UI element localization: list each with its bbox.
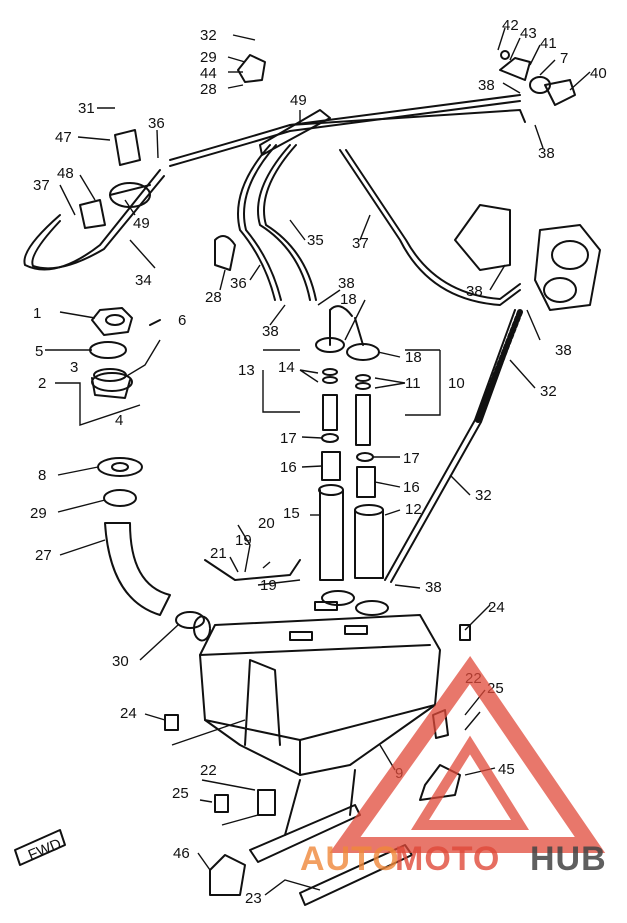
callout: 6: [178, 312, 186, 329]
choke-cable-coil: [475, 309, 523, 423]
watermark-auto: AUTO: [300, 840, 400, 878]
fwd-arrow: [14, 829, 66, 866]
callout: 28: [200, 81, 217, 98]
callout: 47: [55, 129, 72, 146]
callout: 13: [238, 362, 255, 379]
callout: 21: [210, 545, 227, 562]
callout: 20: [258, 515, 275, 532]
callout: 28: [205, 289, 222, 306]
fuel-pickup-tubes: [315, 305, 384, 581]
callout: 3: [70, 359, 78, 376]
callout: 48: [57, 165, 74, 182]
callout: 29: [200, 49, 217, 66]
fuel-cock: [499, 50, 576, 106]
filter-bracket: [79, 54, 266, 271]
fuel-tank: [193, 590, 441, 776]
callout: 38: [338, 275, 355, 292]
callout: 34: [135, 272, 152, 289]
callout: 23: [245, 890, 262, 907]
callout: 41: [540, 35, 557, 52]
filler-cap-assembly: [89, 307, 205, 629]
callout: 32: [475, 487, 492, 504]
callout: 45: [498, 761, 515, 778]
callout: 38: [262, 323, 279, 340]
callout: 14: [278, 359, 295, 376]
callout: 1: [33, 305, 41, 322]
callout: 40: [590, 65, 607, 82]
callout: 43: [520, 25, 537, 42]
callout: 29: [30, 505, 47, 522]
watermark-triangle-outer: [329, 656, 606, 853]
callout: 11: [405, 375, 421, 392]
leader-lines: [45, 27, 591, 896]
callout: 18: [340, 291, 357, 308]
callout: 4: [115, 412, 123, 429]
callout: 24: [488, 599, 505, 616]
callout: 24: [120, 705, 137, 722]
callout: 32: [540, 383, 557, 400]
callout: 5: [35, 343, 43, 360]
callout: 18: [405, 349, 422, 366]
callout: 16: [280, 459, 297, 476]
callout: 17: [403, 450, 420, 467]
callout: 37: [352, 235, 369, 252]
callout: 10: [448, 375, 465, 392]
callout: 17: [280, 430, 297, 447]
callout: 46: [173, 845, 190, 862]
callout: 49: [133, 215, 150, 232]
callout: 2: [38, 375, 46, 392]
callout: 38: [466, 283, 483, 300]
callout: 38: [538, 145, 555, 162]
callout: 7: [560, 50, 568, 67]
callout: 36: [230, 275, 247, 292]
callout: 22: [200, 762, 217, 779]
callout: 15: [283, 505, 300, 522]
callout: 31: [78, 100, 95, 117]
watermark: AUTO MOTO HUB: [300, 656, 607, 878]
callout: 38: [425, 579, 442, 596]
callout: 12: [405, 501, 422, 518]
callout: 37: [33, 177, 50, 194]
watermark-hub: HUB: [530, 840, 607, 878]
callout: 49: [290, 92, 307, 109]
callout: 19: [235, 532, 252, 549]
callout: 30: [112, 653, 129, 670]
callout: 35: [307, 232, 324, 249]
callout: 25: [172, 785, 189, 802]
callout: 8: [38, 467, 46, 484]
callout: 38: [478, 77, 495, 94]
watermark-moto: MOTO: [395, 840, 500, 878]
fwd-label: FWD: [26, 835, 64, 864]
callout: 36: [148, 115, 165, 132]
callout: 27: [35, 547, 52, 564]
callout: 16: [403, 479, 420, 496]
callout-labels: 32 29 44 28 31 47 36 48 37 49 34 49 42 4…: [30, 17, 607, 907]
callout: 44: [200, 65, 217, 82]
callout: 19: [260, 577, 277, 594]
watermark-triangle-inner: [410, 735, 530, 830]
callout: 32: [200, 27, 217, 44]
callout: 42: [502, 17, 519, 34]
carburetor: [454, 204, 601, 311]
callout: 38: [555, 342, 572, 359]
